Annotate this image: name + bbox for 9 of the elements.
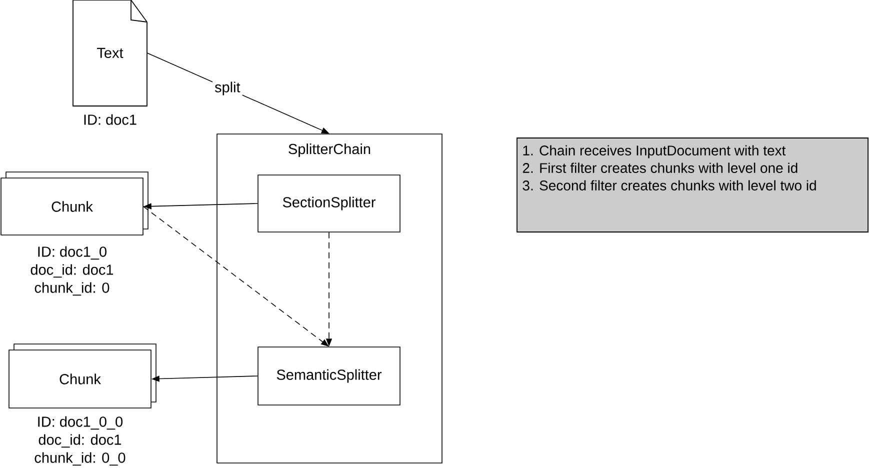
id-caption: ID: doc1_0_0 doc_id: doc1 chunk_id: 0_0 xyxy=(34,416,126,466)
stacked-box: Chunk xyxy=(8,344,156,408)
process-box: SemanticSplitter xyxy=(258,346,400,406)
process-box: SectionSplitter xyxy=(258,174,400,232)
id-caption: ID: doc1 xyxy=(84,114,136,125)
note-box: 1. Chain receives InputDocument with text 2. First filter creates chunks with level one id 3. Second filter creates chunks with level two id xyxy=(516,138,868,232)
id-caption: ID: doc1_0 doc_id: doc1 chunk_id: 0 xyxy=(30,246,114,296)
stacked-box: Chunk xyxy=(0,172,148,236)
edge-label: split xyxy=(212,80,242,98)
